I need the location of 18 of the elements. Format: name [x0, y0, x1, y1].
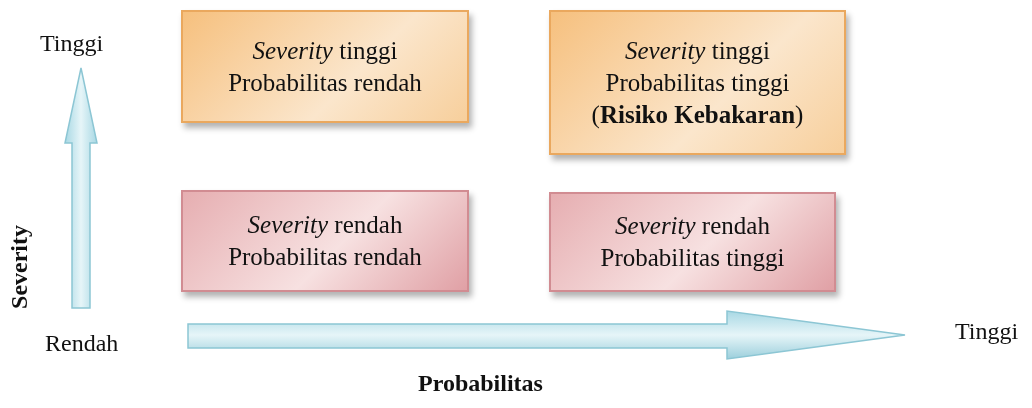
quadrant-text: Severity tinggi: [624, 35, 771, 66]
quadrant-text: Probabilitas rendah: [228, 67, 422, 98]
quadrant-text: Severity rendah: [615, 211, 770, 241]
quadrant-text: Severity rendah: [247, 210, 403, 240]
quadrant-text: (Risiko Kebakaran): [591, 99, 804, 131]
quadrant-text: Probabilitas tinggi: [605, 67, 790, 98]
quadrant-text: Severity tinggi: [252, 35, 398, 66]
quadrant-box: [549, 10, 846, 155]
axis-label: Tinggi: [955, 318, 1019, 345]
quadrant-box: [181, 10, 469, 123]
axis-label: Rendah: [45, 330, 119, 357]
quadrant-text: Probabilitas rendah: [228, 242, 422, 272]
axis-label: Tinggi: [40, 30, 104, 57]
quadrant-box: [181, 190, 469, 292]
axis-title: Severity: [6, 225, 33, 309]
quadrant-text: Probabilitas tinggi: [600, 243, 785, 273]
axis-title: Probabilitas: [418, 370, 543, 397]
quadrant-box: [549, 192, 836, 292]
